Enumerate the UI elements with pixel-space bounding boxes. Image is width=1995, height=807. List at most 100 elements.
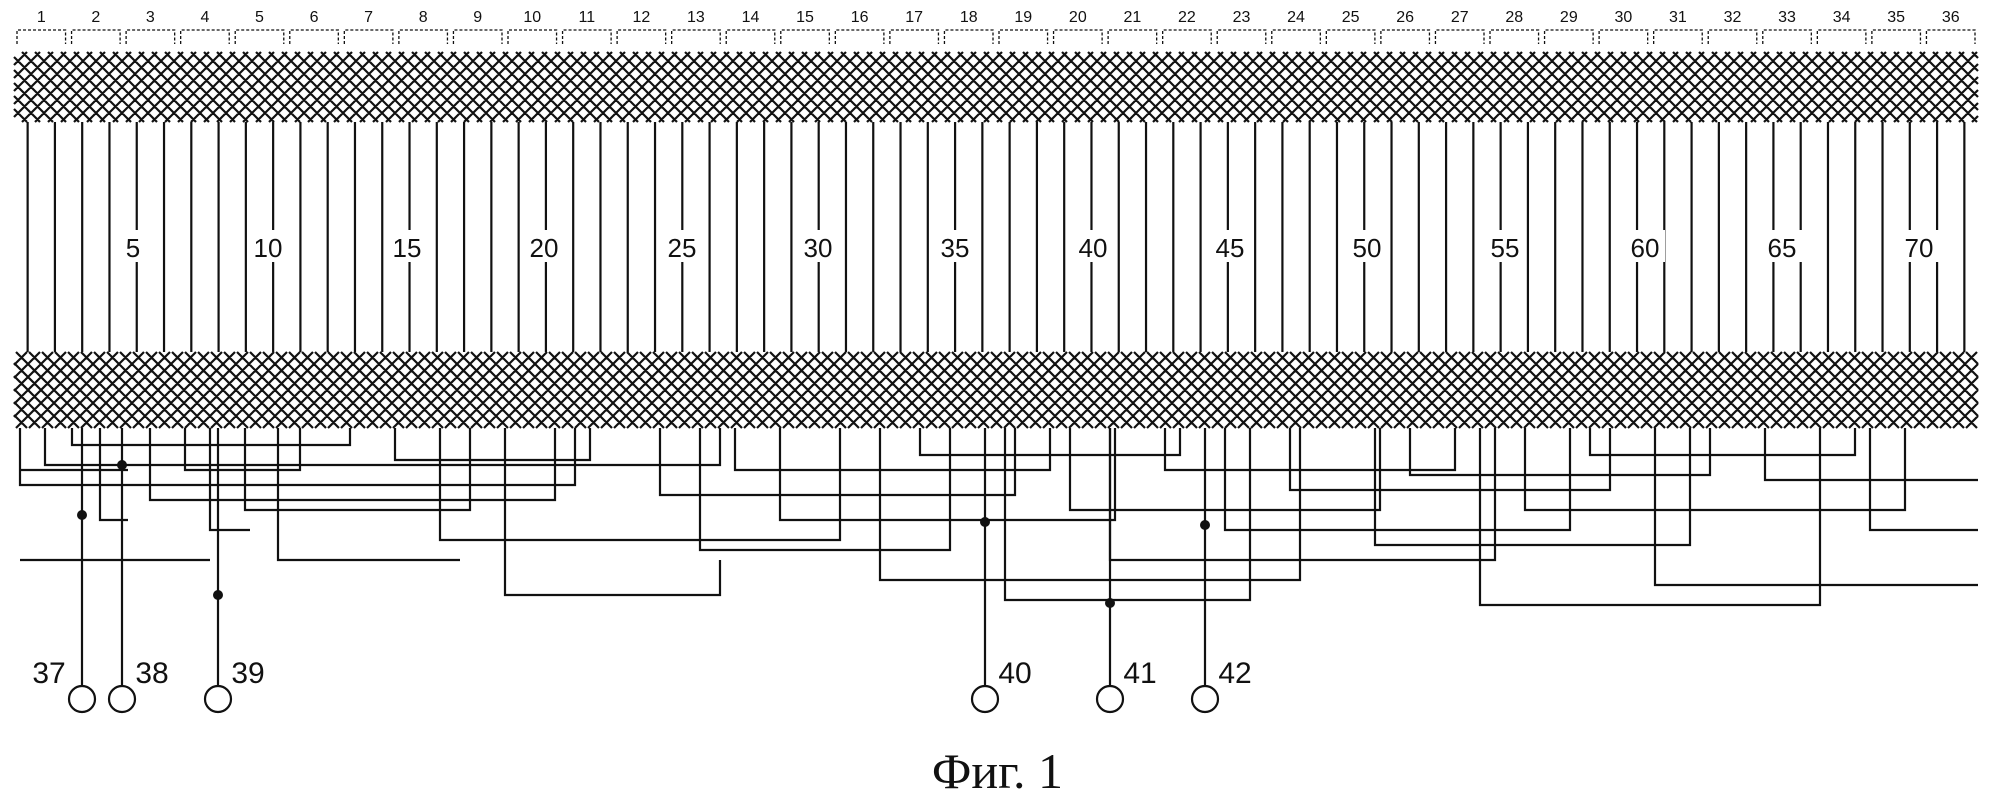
group-label: 17 (905, 9, 923, 26)
slot-label-bg (1762, 230, 1802, 262)
connection-line (878, 428, 1302, 582)
slot-label: 20 (530, 233, 559, 263)
slot-label: 65 (1768, 233, 1797, 263)
slot-label: 45 (1216, 233, 1245, 263)
connection-line (1653, 428, 1978, 587)
bottom-crosshatch (13, 351, 1979, 429)
connection-line (918, 428, 1182, 457)
group-label: 20 (1069, 9, 1087, 26)
group-label: 16 (851, 9, 869, 26)
slot-label: 70 (1905, 233, 1934, 263)
connection-line (698, 428, 952, 552)
group-bracket (507, 29, 558, 44)
connection-line (658, 428, 1017, 497)
group-label: 2 (91, 9, 100, 26)
connection-line (1588, 428, 1857, 457)
group-label: 4 (200, 9, 209, 26)
terminal-circle (970, 684, 1000, 714)
terminal-label: 37 (32, 657, 65, 690)
group-bracket (1816, 29, 1867, 44)
group-bracket (1380, 29, 1431, 44)
group-label: 26 (1396, 9, 1414, 26)
junction-dot (1200, 520, 1210, 530)
group-label: 25 (1342, 9, 1360, 26)
group-label: 15 (796, 9, 814, 26)
group-bracket (1162, 29, 1212, 44)
group-bracket (1762, 29, 1812, 44)
group-label: 31 (1669, 9, 1687, 26)
group-label: 22 (1178, 9, 1196, 26)
slot-label-bg (387, 230, 427, 262)
group-label: 35 (1887, 9, 1905, 26)
junction-dot (213, 590, 223, 600)
group-bracket (1216, 29, 1267, 44)
group-label: 14 (742, 9, 760, 26)
group-bracket (834, 29, 885, 44)
connection-line (276, 428, 460, 562)
group-bracket (671, 29, 721, 44)
group-bracket (1271, 29, 1321, 44)
group-label: 33 (1778, 9, 1796, 26)
connection-line (208, 428, 250, 532)
slot-label-bg (1485, 230, 1525, 262)
group-label: 6 (310, 9, 319, 26)
connection-line (1408, 428, 1712, 477)
slot-label-bg (113, 230, 153, 262)
group-bracket (343, 29, 394, 44)
terminal-label: 38 (135, 657, 168, 690)
group-bracket (1107, 29, 1158, 44)
group-label: 24 (1287, 9, 1305, 26)
group-bracket (289, 29, 339, 44)
junction-dot (117, 460, 127, 470)
top-crosshatch (13, 51, 1979, 123)
slot-label-bg (1899, 230, 1939, 262)
group-label: 5 (255, 9, 264, 26)
group-label: 12 (632, 9, 650, 26)
end-winding-crosshatch (13, 51, 1979, 429)
connection-line (1373, 428, 1692, 547)
connection-line (778, 428, 1117, 522)
terminal-circle (1190, 684, 1220, 714)
connection-line (503, 428, 722, 597)
group-label: 10 (523, 9, 541, 26)
junction-dot (1105, 598, 1115, 608)
terminal-label: 42 (1218, 657, 1251, 690)
terminal-circle (67, 684, 97, 714)
connection-line (1763, 428, 1978, 482)
slot-label-bg (1625, 230, 1665, 262)
group-bracket (1598, 29, 1649, 44)
group-bracket (234, 29, 285, 44)
group-bracket (1543, 29, 1594, 44)
slot-label-bg (1347, 230, 1387, 262)
junction-dot (980, 517, 990, 527)
group-bracket (1653, 29, 1703, 44)
terminal-label: 39 (231, 657, 264, 690)
group-label: 18 (960, 9, 978, 26)
connection-line (1163, 428, 1457, 472)
slot-label: 40 (1079, 233, 1108, 263)
terminal-label: 41 (1123, 657, 1156, 690)
slot-label: 60 (1631, 233, 1660, 263)
group-bracket (125, 29, 176, 44)
connection-line (1288, 428, 1612, 492)
group-label: 8 (419, 9, 428, 26)
group-label: 27 (1451, 9, 1469, 26)
connection-line (1108, 428, 1497, 562)
group-bracket (180, 29, 230, 44)
connection-line (438, 428, 842, 542)
slot-label-bg (662, 230, 702, 262)
group-bracket (561, 29, 612, 44)
connection-line (1223, 428, 1572, 532)
connection-line (1478, 428, 1822, 607)
group-bracket (1707, 29, 1758, 44)
group-label: 1 (37, 9, 46, 26)
slot-label: 15 (393, 233, 422, 263)
group-label: 13 (687, 9, 705, 26)
connection-line (148, 428, 557, 502)
connection-line (733, 428, 1052, 472)
slot-label-bg (1073, 230, 1113, 262)
